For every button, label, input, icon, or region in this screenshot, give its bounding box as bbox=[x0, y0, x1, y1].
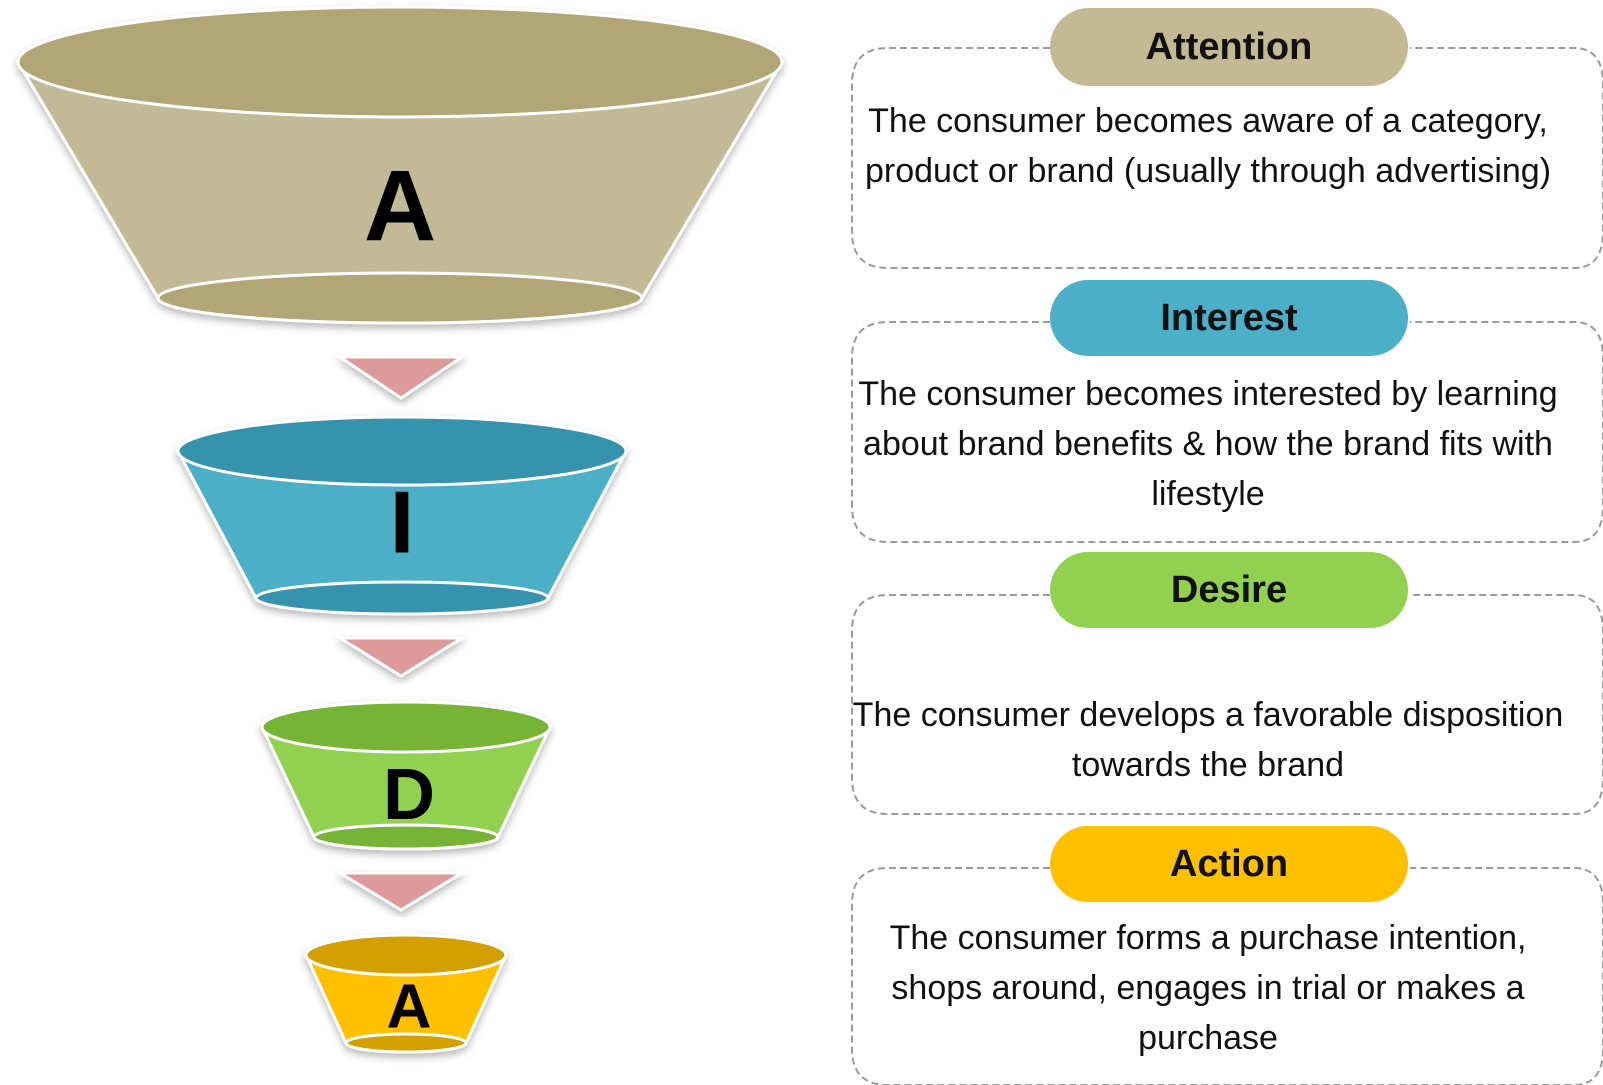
funnel-segment-desire bbox=[259, 700, 553, 851]
funnel-letter-action: A bbox=[387, 973, 432, 1042]
funnel-segment-interest-bottom-rim bbox=[254, 580, 550, 616]
funnel-letter-attention: A bbox=[364, 150, 436, 262]
funnel-segment-attention-top-rim bbox=[16, 5, 784, 119]
funnel-letter-interest: I bbox=[390, 473, 414, 572]
down-arrow-icon bbox=[334, 871, 468, 912]
stage-box-desire bbox=[851, 594, 1603, 815]
stage-title-interest: Interest bbox=[1160, 297, 1298, 339]
stage-description-interest: The consumer becomes interested by learn… bbox=[858, 375, 1558, 513]
stage-title-action: Action bbox=[1170, 843, 1288, 885]
stage-box-attention bbox=[851, 47, 1603, 269]
stage-title-desire: Desire bbox=[1171, 569, 1287, 611]
funnel-segment-action-top-rim bbox=[304, 933, 508, 977]
stage-pill-interest bbox=[1050, 280, 1408, 356]
funnel-segment-attention bbox=[15, 5, 785, 325]
stage-description-attention: The consumer becomes aware of a category… bbox=[864, 102, 1552, 190]
stage-description-action: The consumer forms a purchase intention,… bbox=[889, 919, 1527, 1057]
funnel-segment-desire-top-rim bbox=[260, 700, 552, 754]
stage-box-interest bbox=[851, 321, 1603, 543]
stage-title-attention: Attention bbox=[1146, 26, 1313, 68]
funnel-letter-desire: D bbox=[383, 755, 435, 835]
funnel-segment-action bbox=[303, 933, 509, 1054]
stage-pill-attention bbox=[1050, 8, 1408, 86]
funnel-segment-attention-bottom-rim bbox=[156, 271, 644, 325]
funnel-segment-desire-bottom-rim bbox=[312, 823, 500, 851]
stage-pill-action bbox=[1050, 826, 1408, 902]
down-arrow-icon bbox=[334, 636, 468, 678]
funnel-segment-action-bottom-rim bbox=[344, 1032, 468, 1054]
stage-pill-desire bbox=[1050, 552, 1408, 628]
funnel-segment-interest-top-rim bbox=[176, 415, 628, 487]
stage-description-desire: The consumer develops a favorable dispos… bbox=[852, 696, 1564, 784]
down-arrow-icon bbox=[335, 355, 467, 400]
funnel-segment-interest bbox=[175, 415, 629, 616]
